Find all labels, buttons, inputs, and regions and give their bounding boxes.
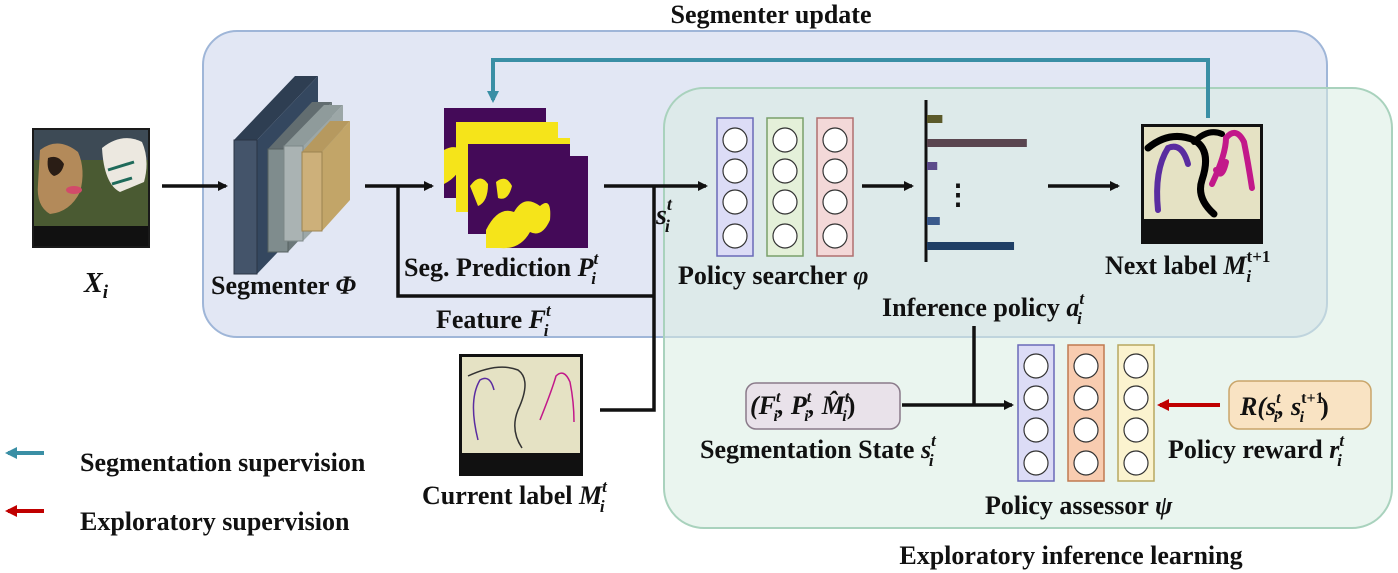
policy-bar bbox=[927, 115, 943, 123]
state-tuple-box bbox=[745, 382, 901, 430]
input-image-icon bbox=[32, 128, 150, 248]
legend-exploratory-text: Exploratory supervision bbox=[80, 507, 350, 536]
segmentation-supervision-arrow bbox=[487, 58, 1210, 118]
policy-bar bbox=[927, 162, 938, 170]
policy-bars-ellipsis: ⋮ bbox=[944, 180, 972, 211]
legend: Segmentation supervision Exploratory sup… bbox=[5, 447, 366, 536]
feature-branch-line bbox=[396, 186, 654, 298]
exploratory-learning-title: Exploratory inference learning bbox=[899, 541, 1242, 570]
segmenter-network-icon bbox=[233, 76, 350, 275]
reward-box bbox=[1228, 380, 1372, 430]
segmenter-update-title: Segmenter update bbox=[670, 0, 871, 29]
inference-policy-bars: ⋮ bbox=[924, 100, 1027, 262]
input-x-label: Xi bbox=[83, 268, 109, 303]
policy-bar bbox=[927, 217, 940, 225]
policy-bar bbox=[927, 242, 1015, 250]
segmenter-label: Segmenter Φ bbox=[211, 271, 356, 300]
policy-assessor-network bbox=[1017, 344, 1155, 482]
policy-bar bbox=[927, 139, 1027, 147]
current-label-map-icon bbox=[459, 354, 583, 476]
policy-assessor-label: Policy assessor ψ bbox=[985, 491, 1173, 520]
state-merge-line bbox=[600, 186, 656, 412]
legend-segmentation-text: Segmentation supervision bbox=[80, 448, 366, 477]
policy-searcher-label: Policy searcher φ bbox=[678, 261, 868, 290]
policy-searcher-network bbox=[716, 117, 854, 257]
next-label-map-icon bbox=[1141, 124, 1263, 244]
seg-prediction-maps bbox=[444, 108, 588, 249]
